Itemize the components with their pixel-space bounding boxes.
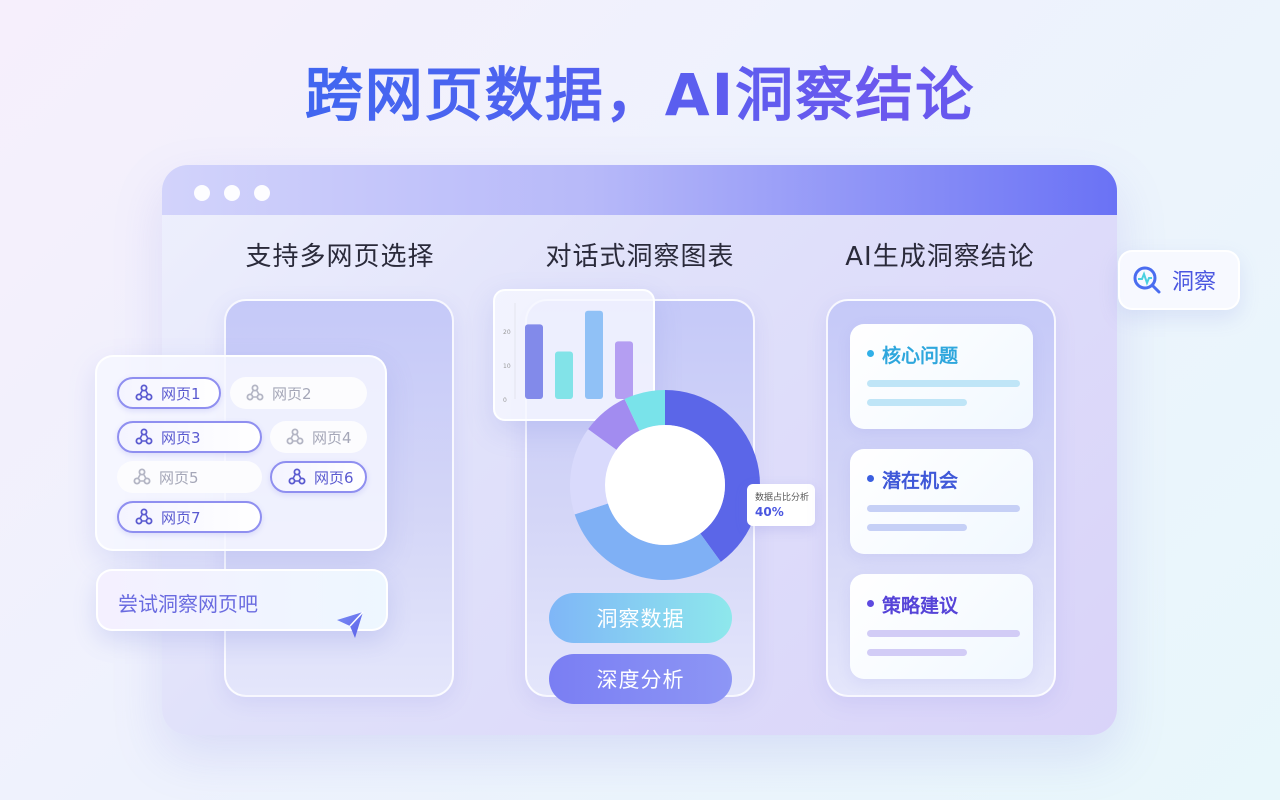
share-nodes-icon bbox=[288, 468, 306, 485]
column-title-chart: 对话式洞察图表 bbox=[545, 242, 735, 272]
insight-badge[interactable]: 洞察 bbox=[1118, 250, 1240, 310]
web-page-chip[interactable]: 网页3 bbox=[117, 421, 262, 453]
card-title: 潜在机会 bbox=[882, 470, 959, 492]
card-title: 策略建议 bbox=[882, 595, 959, 617]
card-line bbox=[867, 399, 967, 406]
insight-card[interactable]: 潜在机会 bbox=[850, 449, 1033, 554]
web-page-chip[interactable]: 网页1 bbox=[117, 377, 221, 409]
web-page-chip-label: 网页6 bbox=[314, 468, 354, 487]
annotation-value: 40% bbox=[755, 505, 784, 519]
card-line bbox=[867, 524, 967, 531]
bar bbox=[555, 351, 573, 399]
window-dot-3[interactable] bbox=[254, 185, 270, 201]
web-page-chip-label: 网页5 bbox=[159, 468, 199, 487]
web-page-chip-label: 网页1 bbox=[161, 384, 201, 403]
share-nodes-icon bbox=[286, 428, 304, 445]
card-bullet bbox=[867, 350, 874, 357]
web-page-chip[interactable]: 网页4 bbox=[270, 421, 367, 453]
card-bullet bbox=[867, 475, 874, 482]
card-line bbox=[867, 630, 1020, 637]
donut-slice bbox=[624, 390, 665, 431]
share-nodes-icon bbox=[135, 384, 153, 401]
card-line bbox=[867, 505, 1020, 512]
web-page-chip[interactable]: 网页7 bbox=[117, 501, 262, 533]
card-line bbox=[867, 649, 967, 656]
send-icon[interactable] bbox=[335, 610, 365, 640]
page-headline: 跨网页数据，AI洞察结论 bbox=[0, 48, 1280, 132]
annotation-label: 数据占比分析 bbox=[755, 493, 810, 503]
share-nodes-icon bbox=[135, 428, 153, 445]
donut-chart bbox=[570, 390, 760, 580]
insight-card[interactable]: 核心问题 bbox=[850, 324, 1033, 429]
donut-slice bbox=[574, 503, 721, 580]
insight-data-button[interactable]: 洞察数据 bbox=[549, 593, 732, 643]
insight-card[interactable]: 策略建议 bbox=[850, 574, 1033, 679]
window-titlebar bbox=[162, 165, 1117, 215]
share-nodes-icon bbox=[246, 384, 264, 401]
donut-slice bbox=[570, 429, 617, 515]
bar bbox=[585, 310, 603, 399]
web-page-chip[interactable]: 网页6 bbox=[270, 461, 367, 493]
donut-slice bbox=[588, 399, 640, 450]
y-tick-label: 20 bbox=[503, 329, 511, 336]
web-page-chip-label: 网页7 bbox=[161, 508, 201, 527]
web-page-chip-label: 网页3 bbox=[161, 428, 201, 447]
web-page-chip-label: 网页4 bbox=[312, 428, 352, 447]
card-bullet bbox=[867, 600, 874, 607]
share-nodes-icon bbox=[135, 508, 153, 525]
web-page-chip[interactable]: 网页5 bbox=[117, 461, 262, 493]
column-title-multi-page: 支持多网页选择 bbox=[245, 242, 435, 272]
chart-annotation: 数据占比分析 40% bbox=[747, 484, 815, 526]
window-dot-1[interactable] bbox=[194, 185, 210, 201]
deep-analysis-button[interactable]: 深度分析 bbox=[549, 654, 732, 704]
insight-badge-label: 洞察 bbox=[1172, 270, 1217, 295]
web-page-selector: 网页1 网页2 网页3 网页4 网页5 网页6 网页7 bbox=[95, 355, 387, 551]
bar bbox=[615, 341, 633, 399]
bar-chart: 20 10 0 bbox=[503, 303, 633, 404]
web-page-chip[interactable]: 网页2 bbox=[230, 377, 367, 409]
donut-hole bbox=[605, 425, 725, 545]
bar-chart-card: 20 10 0 bbox=[493, 289, 655, 421]
card-line bbox=[867, 380, 1020, 387]
donut-slice bbox=[665, 390, 760, 562]
y-tick-label: 0 bbox=[503, 397, 507, 404]
try-insight-text: 尝试洞察网页吧 bbox=[118, 592, 258, 616]
column-title-conclusion: AI生成洞察结论 bbox=[845, 242, 1035, 272]
bar bbox=[525, 324, 543, 399]
window-dot-2[interactable] bbox=[224, 185, 240, 201]
y-tick-label: 10 bbox=[503, 363, 511, 370]
insight-search-icon bbox=[1133, 266, 1161, 294]
share-nodes-icon bbox=[133, 468, 151, 485]
card-title: 核心问题 bbox=[882, 345, 959, 367]
web-page-chip-label: 网页2 bbox=[272, 384, 312, 403]
